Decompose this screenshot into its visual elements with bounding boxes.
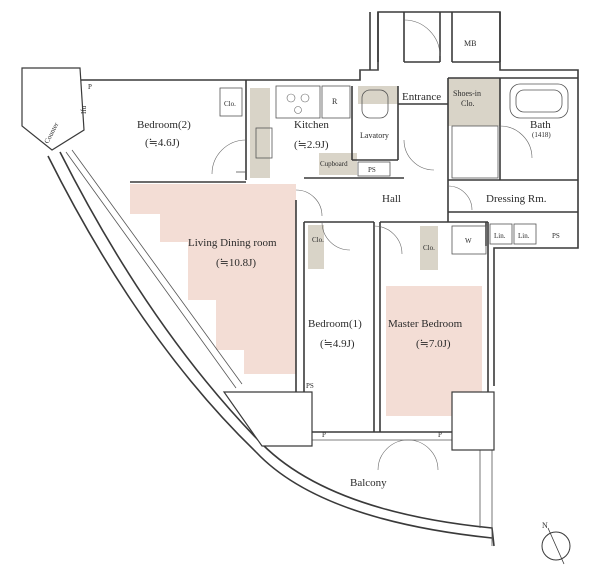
living-dining-floor-highlight [130, 184, 296, 374]
compass-icon: N [541, 521, 571, 565]
ps-label-dressing: PS [552, 232, 560, 240]
bath-name: Bath [530, 119, 551, 131]
hall-name: Hall [382, 193, 401, 205]
shoes-in-line1: Shoes-in [453, 89, 481, 98]
cupboard-label: Cupboard [320, 160, 348, 168]
clo-label-bedroom1: Clo. [312, 236, 324, 244]
living-name: Living Dining room [188, 237, 277, 249]
structural-column-sw [222, 391, 313, 447]
clo-label-master: Clo. [423, 244, 435, 252]
w-label: W [465, 237, 472, 245]
bedroom2-name: Bedroom(2) [137, 119, 191, 131]
linen-shelf-1 [489, 223, 513, 245]
walk-in-closet-w [451, 225, 487, 255]
clo-label-bedroom2: Clo. [224, 100, 236, 108]
p-label-south-right: P [438, 431, 442, 439]
living-size: (≒10.8J) [216, 257, 256, 269]
lin-label-1: Lin. [494, 232, 506, 240]
ps-label-bedroom1: PS [306, 382, 314, 390]
shoes-in-line2: Clo. [461, 99, 475, 108]
bedroom1-name: Bedroom(1) [308, 318, 362, 330]
compass-north-label: N [542, 521, 548, 530]
closet-ps-kitchen [357, 161, 391, 177]
lavatory-name: Lavatory [360, 131, 389, 140]
kitchen-size: (≒2.9J) [294, 139, 329, 151]
ifu-label: Ifu [80, 105, 88, 114]
linen-shelf-2 [513, 223, 537, 245]
interior-walls [130, 12, 578, 432]
p-label-south-left: P [322, 431, 326, 439]
bath-note: (1418) [532, 131, 551, 139]
r-label: R [332, 97, 338, 106]
closet-clo-bedroom2 [219, 87, 243, 117]
dressing-name: Dressing Rm. [486, 193, 547, 205]
bedroom2-size: (≒4.6J) [145, 137, 180, 149]
structural-column-nw [21, 67, 85, 151]
lin-label-2: Lin. [518, 232, 530, 240]
kitchen-fixtures [255, 85, 389, 159]
ps-label-kitchen: PS [368, 166, 376, 174]
entrance-name: Entrance [402, 91, 441, 103]
balcony-name: Balcony [350, 477, 387, 489]
kitchen-name: Kitchen [294, 119, 329, 131]
bedroom1-size: (≒4.9J) [320, 338, 355, 350]
master-name: Master Bedroom [388, 318, 463, 330]
door-swings [211, 19, 533, 471]
storage-blocks [250, 78, 500, 270]
master-size: (≒7.0J) [416, 338, 451, 350]
p-label-north: P [88, 83, 92, 91]
structural-column-se [451, 391, 495, 451]
mb-label: MB [464, 39, 476, 48]
